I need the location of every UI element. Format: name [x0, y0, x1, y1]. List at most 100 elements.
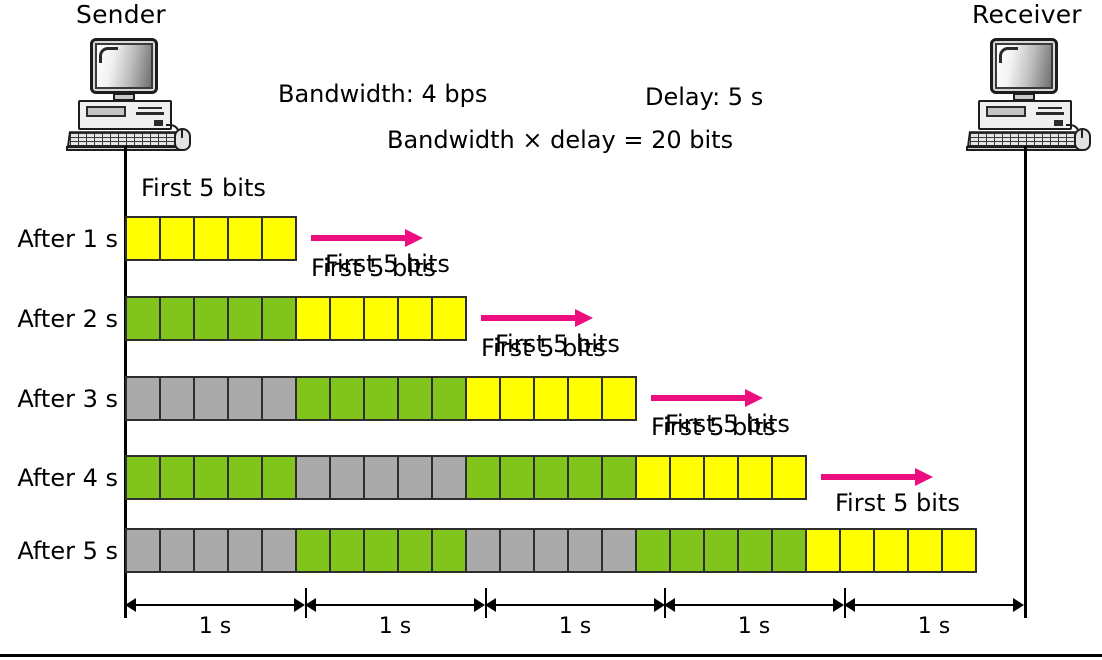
bit-cell-green — [295, 376, 331, 421]
bit-cell-gray — [159, 376, 195, 421]
bit-cell-green — [261, 455, 297, 500]
top-caption-first-5-bits: First 5 bits — [141, 174, 266, 202]
bit-cell-yellow — [941, 528, 977, 573]
bit-cell-gray — [261, 376, 297, 421]
bit-cell-green — [601, 455, 637, 500]
bit-cell-green — [533, 455, 569, 500]
bit-cell-green — [431, 528, 467, 573]
bit-cell-gray — [227, 528, 263, 573]
bit-cell-green — [397, 528, 433, 573]
bit-cell-green — [431, 376, 467, 421]
bit-cell-yellow — [567, 376, 603, 421]
timeline-segment-label: 1 s — [198, 614, 232, 639]
timeline-segment-label: 1 s — [917, 614, 951, 639]
bottom-divider — [0, 654, 1102, 657]
bit-cell-gray — [499, 528, 535, 573]
bit-cell-gray — [567, 528, 603, 573]
timeline-segment-label: 1 s — [737, 614, 771, 639]
bit-cell-yellow — [363, 296, 399, 341]
top-caption-first-5-bits: First 5 bits — [311, 254, 436, 282]
bandwidth-label: Bandwidth: 4 bps — [278, 80, 488, 108]
row-label-after-1s: After 1 s — [17, 225, 118, 253]
bit-cell-yellow — [193, 216, 229, 261]
arrow-caption-first-5-bits: First 5 bits — [835, 489, 960, 517]
bit-cell-yellow — [805, 528, 841, 573]
bit-cell-yellow — [125, 216, 161, 261]
bit-cell-green — [669, 528, 705, 573]
timeline-segment — [485, 598, 665, 612]
timeline-segment — [664, 598, 844, 612]
bit-row — [125, 455, 807, 500]
bit-cell-yellow — [737, 455, 773, 500]
bit-cell-yellow — [669, 455, 705, 500]
bit-cell-yellow — [295, 296, 331, 341]
bit-cell-yellow — [533, 376, 569, 421]
transmission-arrow-icon — [651, 389, 763, 407]
bit-cell-green — [329, 376, 365, 421]
bit-cell-yellow — [329, 296, 365, 341]
bit-cell-green — [125, 455, 161, 500]
bit-cell-yellow — [873, 528, 909, 573]
bit-cell-gray — [193, 376, 229, 421]
bit-cell-green — [193, 296, 229, 341]
bandwidth-delay-product-label: Bandwidth × delay = 20 bits — [387, 126, 734, 154]
bit-cell-yellow — [703, 455, 739, 500]
bit-cell-green — [771, 528, 807, 573]
bit-cell-green — [363, 528, 399, 573]
bit-cell-yellow — [465, 376, 501, 421]
bit-cell-gray — [261, 528, 297, 573]
bit-cell-green — [363, 376, 399, 421]
arrow-caption-first-5-bits: First 5 bits — [325, 250, 450, 278]
top-caption-first-5-bits: First 5 bits — [651, 413, 776, 441]
timeline-segment — [125, 598, 305, 612]
row-label-after-3s: After 3 s — [17, 385, 118, 413]
timeline-segment — [305, 598, 485, 612]
bit-cell-green — [329, 528, 365, 573]
bit-cell-gray — [601, 528, 637, 573]
bit-cell-green — [159, 455, 195, 500]
bit-cell-yellow — [771, 455, 807, 500]
timeline-segment-label: 1 s — [378, 614, 412, 639]
bit-cell-green — [125, 296, 161, 341]
transmission-arrow-icon — [821, 468, 933, 486]
bit-cell-yellow — [499, 376, 535, 421]
bit-cell-green — [397, 376, 433, 421]
bit-cell-green — [567, 455, 603, 500]
bit-cell-green — [261, 296, 297, 341]
bit-cell-gray — [125, 376, 161, 421]
bit-cell-gray — [363, 455, 399, 500]
bit-cell-green — [737, 528, 773, 573]
bit-cell-green — [193, 455, 229, 500]
sender-title: Sender — [76, 0, 166, 29]
bit-cell-yellow — [261, 216, 297, 261]
bit-cell-gray — [159, 528, 195, 573]
bit-cell-green — [635, 528, 671, 573]
bit-cell-yellow — [839, 528, 875, 573]
arrow-caption-first-5-bits: First 5 bits — [665, 410, 790, 438]
bit-cell-gray — [227, 376, 263, 421]
bit-cell-green — [227, 296, 263, 341]
bit-cell-gray — [125, 528, 161, 573]
receiver-timeline-axis — [1024, 146, 1027, 618]
bit-cell-green — [227, 455, 263, 500]
row-label-after-2s: After 2 s — [17, 305, 118, 333]
top-caption-first-5-bits: First 5 bits — [481, 334, 606, 362]
row-label-after-5s: After 5 s — [17, 537, 118, 565]
bit-cell-gray — [465, 528, 501, 573]
bit-cell-green — [703, 528, 739, 573]
bit-cell-yellow — [227, 216, 263, 261]
bit-row — [125, 296, 467, 341]
bit-cell-yellow — [601, 376, 637, 421]
bit-row — [125, 376, 637, 421]
bit-cell-gray — [533, 528, 569, 573]
bit-cell-green — [465, 455, 501, 500]
bit-cell-yellow — [907, 528, 943, 573]
bit-row — [125, 528, 977, 573]
bit-cell-green — [295, 528, 331, 573]
timeline-segment-label: 1 s — [558, 614, 592, 639]
bit-cell-gray — [329, 455, 365, 500]
sender-computer-icon — [62, 36, 191, 154]
bit-cell-green — [159, 296, 195, 341]
bit-cell-yellow — [431, 296, 467, 341]
